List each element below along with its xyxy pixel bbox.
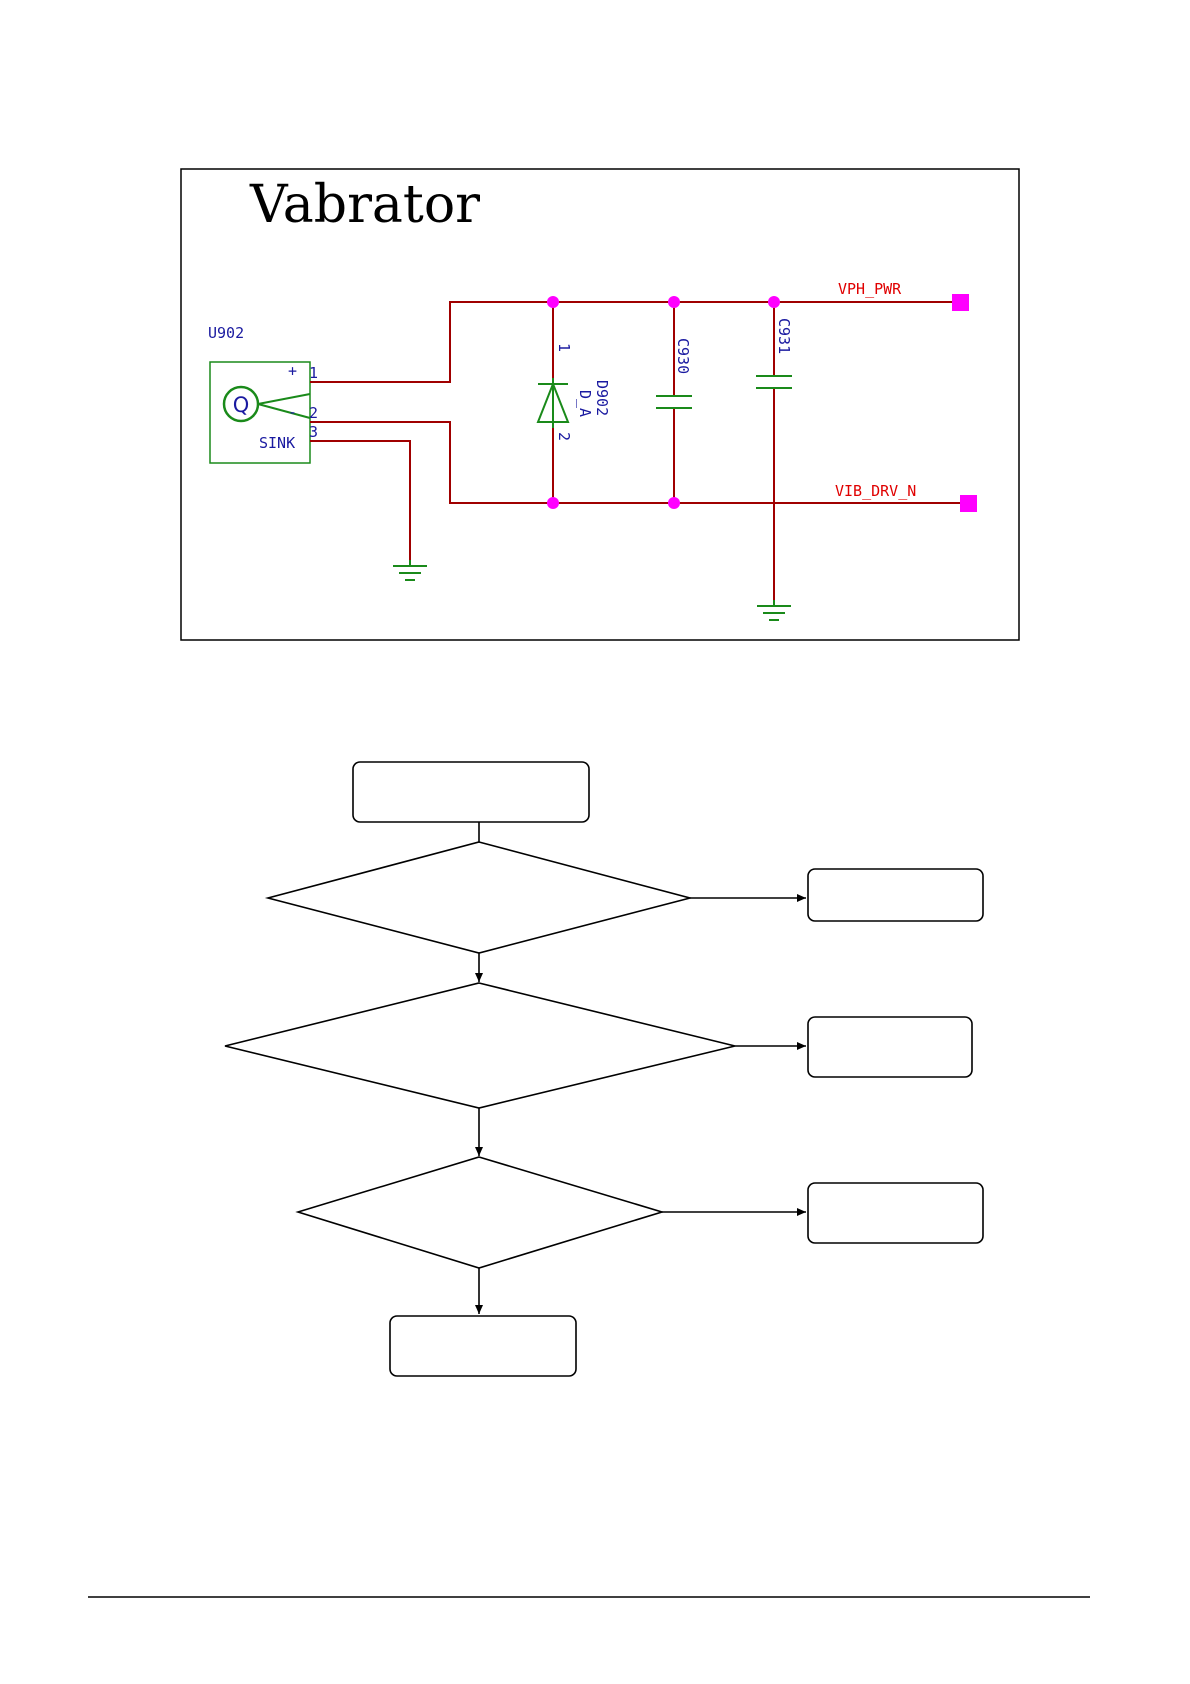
flow-decision-3 [295,1156,665,1269]
diode-pin2: 2 [555,432,573,441]
pin2-label: 2 [309,404,318,422]
component-body [209,361,311,464]
junctions [547,296,780,509]
junction-dot [768,296,780,308]
flow-decision-1 [264,841,694,954]
wire-sink [310,440,411,560]
flow-outcome-box-1 [807,868,984,922]
capacitor-c931: C931 [754,318,794,389]
port-vph-pwr [952,294,969,311]
capacitor-label: C930 [674,338,692,374]
wire-vph-pwr [310,301,958,383]
flow-outcome-box-3 [807,1182,984,1244]
motor-symbol: Q [233,393,250,417]
wire-vib-drv-n [310,421,966,504]
junction-dot [547,296,559,308]
motor-lead-minus [257,403,311,419]
flow-end-box [389,1315,577,1377]
pin3-label: 3 [309,423,318,441]
port-vib-drv-n [960,495,977,512]
diode-ref: D902 [593,380,611,416]
pin1-label: 1 [309,364,318,382]
sink-label: SINK [259,434,295,452]
capacitor-c930: C930 [654,338,694,409]
junction-dot [668,497,680,509]
diode-value: D_A [576,390,594,417]
ground-icon [757,600,791,621]
net-label-vph-pwr: VPH_PWR [838,280,902,298]
component-ref: U902 [208,324,244,342]
capacitor-label: C931 [775,318,793,354]
motor-lead-plus [257,393,311,405]
ground-icon [393,560,427,581]
pin-minus-label: - [288,403,297,421]
schematic: Vabrator U902 Q + 1 - 2 3 SINK [180,168,1020,641]
junction-dot [668,296,680,308]
schematic-title: Vabrator [249,175,480,235]
component-u902: U902 Q + 1 - 2 3 SINK [208,324,318,464]
pin-plus-label: + [288,362,297,380]
junction-dot [547,497,559,509]
net-label-vib-drv-n: VIB_DRV_N [835,482,916,500]
diode-pin1: 1 [555,343,573,352]
flow-outcome-box-2 [807,1016,973,1078]
flowchart [224,761,984,1377]
diode-d902: 1 2 D902 D_A [536,343,611,441]
flow-start-box [352,761,590,823]
diode-triangle-icon [536,381,570,423]
schematic-frame [180,168,1020,641]
flow-decision-2 [224,982,736,1109]
